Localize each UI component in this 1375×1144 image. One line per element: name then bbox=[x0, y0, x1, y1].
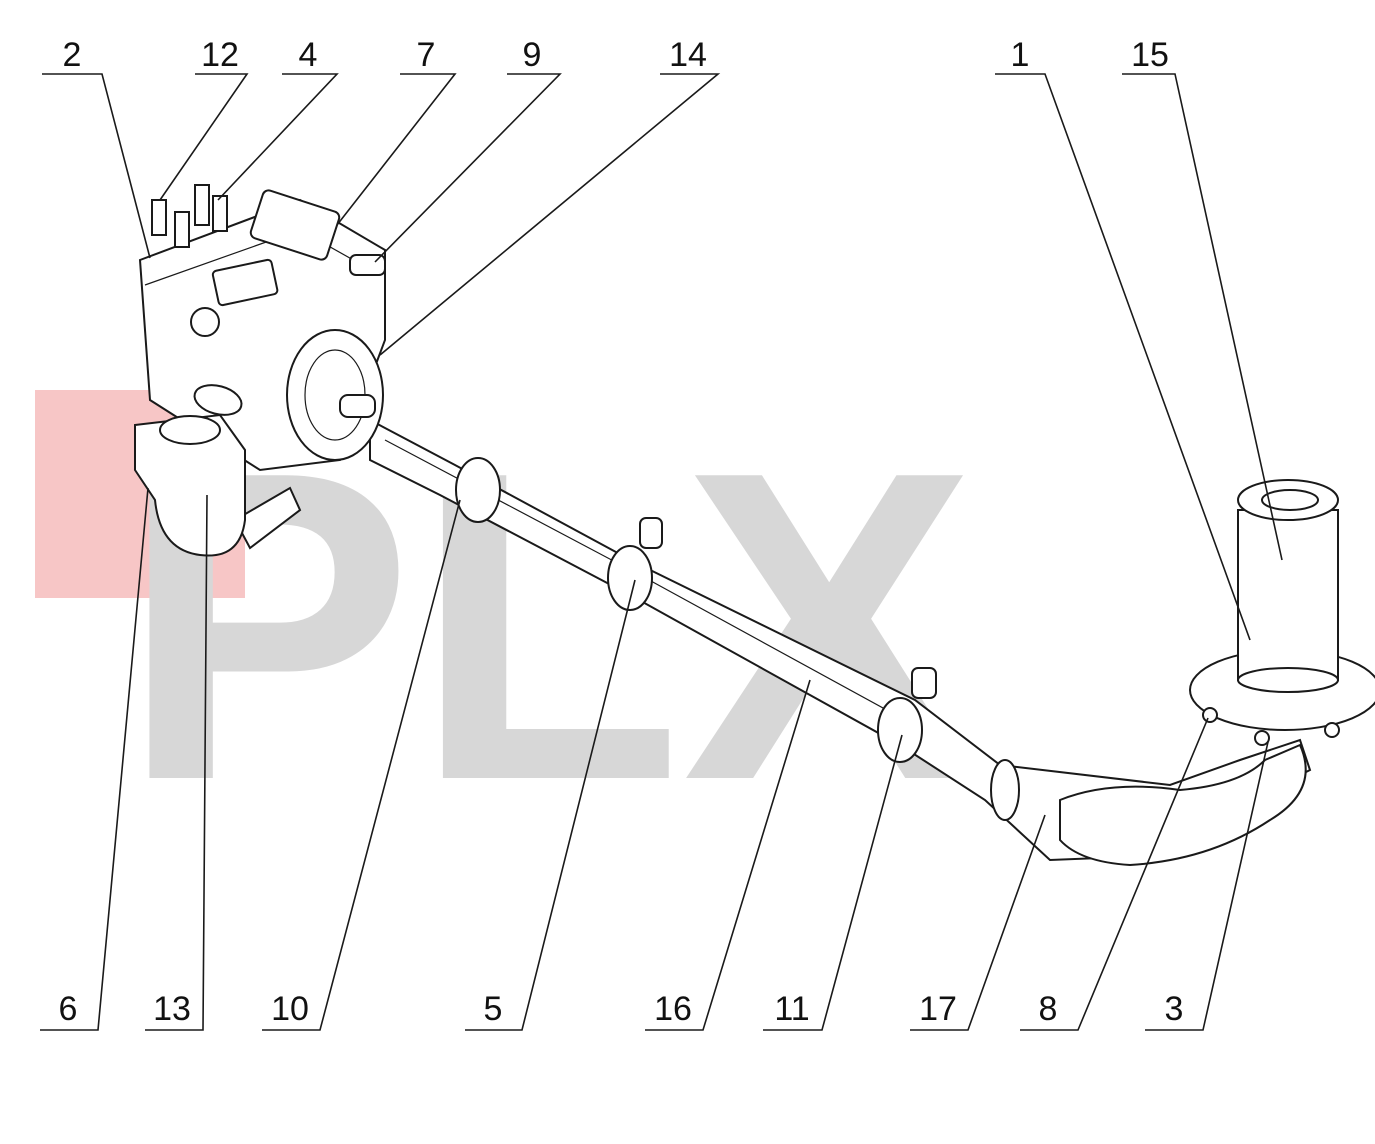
pump-port-round bbox=[190, 307, 220, 337]
filter-base bbox=[1237, 667, 1339, 693]
callout-8: 8 bbox=[1039, 990, 1058, 1028]
clamp-11-bracket bbox=[911, 667, 937, 699]
coupling-17 bbox=[990, 759, 1020, 821]
callout-9: 9 bbox=[523, 36, 542, 74]
filter-opening bbox=[1261, 489, 1319, 511]
callout-12: 12 bbox=[201, 36, 239, 74]
callout-1: 1 bbox=[1011, 36, 1030, 74]
pump-bottom-ring bbox=[193, 384, 243, 416]
fitting-12 bbox=[151, 199, 167, 236]
leader-15 bbox=[1122, 73, 1283, 561]
callout-4: 4 bbox=[299, 36, 318, 74]
pump-assembly bbox=[134, 184, 386, 557]
leader-14 bbox=[379, 73, 721, 356]
leader-9 bbox=[374, 73, 562, 263]
filter-assembly bbox=[1189, 479, 1375, 746]
pump-shaft bbox=[339, 394, 376, 418]
leader-16 bbox=[645, 679, 811, 1031]
leaders-top bbox=[42, 73, 1283, 641]
lower-elbow bbox=[134, 413, 246, 557]
leader-13 bbox=[145, 494, 208, 1031]
leader-11 bbox=[763, 734, 903, 1031]
callout-7: 7 bbox=[417, 36, 436, 74]
leader-1 bbox=[995, 73, 1251, 641]
leader-3 bbox=[1145, 741, 1269, 1031]
clamp-10 bbox=[455, 457, 501, 523]
clamp-11 bbox=[877, 697, 923, 763]
leader-4 bbox=[217, 73, 339, 201]
leaders-bottom bbox=[40, 487, 1269, 1031]
small-hose bbox=[233, 486, 302, 550]
callout-13: 13 bbox=[153, 990, 191, 1028]
leader-8 bbox=[1020, 717, 1209, 1031]
pump-front-flange bbox=[286, 329, 384, 461]
callout-15: 15 bbox=[1131, 36, 1169, 74]
leader-17 bbox=[910, 814, 1046, 1031]
elbow-inlet bbox=[159, 415, 221, 445]
leader-12 bbox=[159, 73, 249, 201]
leader-7 bbox=[336, 73, 457, 226]
bolt-3 bbox=[1254, 730, 1270, 746]
leader-6 bbox=[40, 487, 149, 1031]
callout-17: 17 bbox=[919, 990, 957, 1028]
valve-block-7 bbox=[249, 189, 341, 261]
callout-10: 10 bbox=[271, 990, 309, 1028]
fitting-b bbox=[212, 195, 228, 232]
pipe-elbow bbox=[1059, 743, 1307, 867]
callouts-bottom: 6 13 10 5 16 11 17 8 3 bbox=[59, 990, 1184, 1028]
leader-10 bbox=[262, 499, 461, 1031]
filter-body bbox=[1237, 509, 1339, 681]
fitting-4 bbox=[194, 184, 210, 226]
callout-2: 2 bbox=[63, 36, 82, 74]
callout-11: 11 bbox=[774, 990, 809, 1028]
callout-14: 14 bbox=[669, 36, 707, 74]
callout-3: 3 bbox=[1165, 990, 1184, 1028]
callout-6: 6 bbox=[59, 990, 78, 1028]
bolt-right bbox=[1324, 722, 1340, 738]
leader-5 bbox=[465, 579, 636, 1031]
callout-5: 5 bbox=[484, 990, 503, 1028]
bolt-8 bbox=[1202, 707, 1218, 723]
pipe-assembly bbox=[233, 418, 1312, 867]
leader-2 bbox=[42, 73, 151, 259]
callouts-top: 2 12 4 7 9 14 1 15 bbox=[63, 36, 1169, 74]
clamp-5 bbox=[607, 545, 653, 611]
clamp-5-bracket bbox=[639, 517, 663, 549]
callout-16: 16 bbox=[654, 990, 692, 1028]
fitting-a bbox=[174, 211, 190, 248]
pump-plate bbox=[211, 258, 279, 307]
